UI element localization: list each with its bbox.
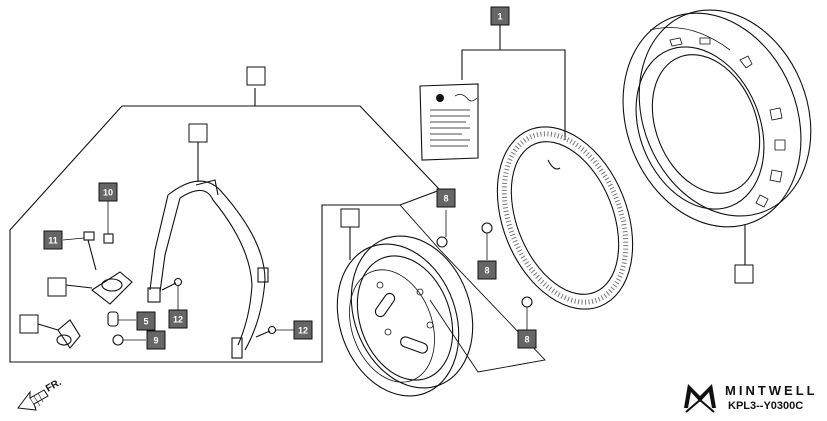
callout-box-clamp bbox=[47, 277, 67, 297]
svg-text:5: 5 bbox=[143, 317, 148, 327]
callout-1: 1 bbox=[490, 6, 510, 26]
rim-group-outline bbox=[322, 204, 546, 373]
bolt-11 bbox=[62, 231, 97, 271]
rubber-boot bbox=[37, 319, 81, 349]
bolt-12a bbox=[161, 277, 183, 310]
callout-5: 5 bbox=[136, 311, 156, 331]
nut-8a bbox=[436, 210, 448, 248]
callout-box-boot bbox=[19, 314, 39, 334]
nut-9 bbox=[112, 334, 146, 346]
callout-12-lower: 12 bbox=[293, 320, 313, 340]
tire bbox=[622, 9, 812, 228]
warning-label-card bbox=[419, 83, 479, 161]
callout-box-tire bbox=[734, 264, 754, 284]
nut-8c bbox=[521, 296, 533, 330]
svg-text:11: 11 bbox=[48, 236, 58, 246]
front-direction-arrow: FR. bbox=[17, 377, 64, 411]
svg-text:FR.: FR. bbox=[44, 377, 64, 395]
nut-10 bbox=[103, 200, 114, 244]
callout-box-bracket-group bbox=[246, 66, 266, 86]
svg-text:9: 9 bbox=[153, 336, 158, 346]
callout-8-top: 8 bbox=[436, 188, 456, 208]
clamp bbox=[65, 271, 133, 305]
svg-text:8: 8 bbox=[484, 266, 489, 276]
brand-name: MINTWELL bbox=[725, 383, 818, 398]
callout-12-upper: 12 bbox=[168, 309, 188, 329]
diagram-code: KPL3--Y0300C bbox=[728, 400, 803, 412]
svg-text:8: 8 bbox=[443, 194, 448, 204]
svg-text:12: 12 bbox=[298, 326, 308, 336]
callout-8-bottom: 8 bbox=[517, 329, 537, 349]
callout-box-bracket bbox=[188, 123, 208, 143]
callout-8-middle: 8 bbox=[477, 260, 497, 280]
svg-text:10: 10 bbox=[103, 188, 113, 198]
wheel-rim bbox=[336, 235, 474, 397]
callout-box-rim bbox=[340, 208, 360, 228]
svg-text:1: 1 bbox=[497, 12, 502, 22]
svg-text:12: 12 bbox=[173, 315, 183, 325]
svg-text:8: 8 bbox=[524, 335, 529, 345]
collar-5 bbox=[107, 311, 136, 327]
callout-11: 11 bbox=[43, 230, 63, 250]
wheel-bracket bbox=[147, 140, 269, 359]
bolt-12b bbox=[255, 325, 294, 338]
callout-9: 9 bbox=[146, 330, 166, 350]
bracket-group-outline bbox=[9, 105, 441, 363]
inner-tube bbox=[496, 126, 634, 310]
callout-10: 10 bbox=[98, 182, 118, 202]
brand-logo: MINTWELL KPL3--Y0300C bbox=[684, 383, 818, 413]
nut-8b bbox=[481, 222, 493, 260]
